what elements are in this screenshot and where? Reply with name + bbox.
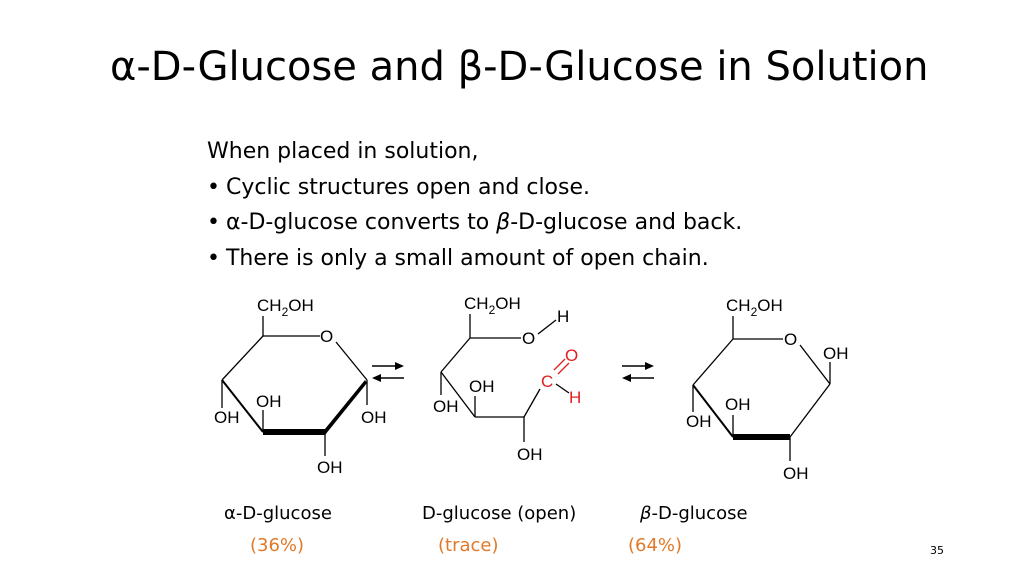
bullet-dot: • (207, 210, 220, 235)
bullet-list: When placed in solution, •Cyclic structu… (207, 134, 742, 276)
beta-ring-left-bond (692, 338, 734, 386)
title-text: -D-Glucose and β-D-Glucose in Solution (136, 44, 929, 90)
equilibrium-arrows-right (622, 362, 654, 382)
open-left-bond (440, 337, 471, 373)
open-c1-bond (523, 388, 541, 418)
open-oh-mid: OH (469, 377, 495, 396)
title-alpha-symbol: α (110, 44, 137, 90)
alpha-ring-left-bond (221, 335, 264, 381)
open-lower-left-bond (440, 371, 476, 418)
beta-ring-oxygen: O (784, 330, 797, 349)
bullet-dot: • (207, 174, 220, 200)
alpha-ring-right-bond (335, 341, 368, 381)
bullet-item: •α-D-glucose converts to β-D-glucose and… (207, 205, 742, 241)
bullet-dot: • (207, 245, 220, 271)
open-hydrogen-top: H (557, 307, 569, 326)
bullet-text: Cyclic structures open and close. (225, 174, 591, 200)
beta-glucose-structure: CH2OH O OH OH OH OH (686, 296, 849, 483)
beta-c3-oh: OH (725, 395, 751, 414)
page-title: α-D-Glucose and β-D-Glucose in Solution (110, 44, 928, 90)
equilibrium-arrows-left (372, 362, 404, 382)
open-ch-bond (555, 383, 570, 394)
open-oxygen: O (522, 329, 535, 348)
alpha-c4-oh: OH (214, 408, 240, 427)
alpha-name-text: -D-glucose (235, 503, 332, 524)
bullet-item: •There is only a small amount of open ch… (207, 241, 742, 277)
alpha-glucose-name: α-D-glucose (224, 503, 332, 524)
bullet-beta: β (496, 210, 511, 235)
forward-arrow-head (395, 362, 404, 370)
open-aldehyde-oxygen: O (565, 346, 578, 365)
open-aldehyde-carbon: C (541, 372, 553, 391)
bullet-text: -D-glucose converts to (240, 210, 497, 235)
bullet-alpha: α (225, 210, 241, 235)
alpha-ch2oh-label: CH2OH (257, 296, 314, 319)
alpha-c3-oh: OH (256, 392, 282, 411)
alpha-ring-oxygen: O (320, 327, 333, 346)
beta-glucose-percent: (64%) (628, 535, 683, 556)
open-aldehyde-hydrogen: H (569, 388, 581, 407)
beta-c2-oh: OH (783, 464, 809, 483)
open-carbonyl-bond-a (553, 358, 566, 371)
open-oh-left: OH (433, 397, 459, 416)
alpha-glucose-structure: CH2OH O OH OH OH OH (214, 296, 387, 477)
alpha-symbol: α (224, 503, 236, 524)
beta-c4-oh: OH (686, 412, 712, 431)
alpha-c2-oh: OH (317, 458, 343, 477)
alpha-ring-lower-left-bond (221, 379, 264, 433)
beta-c1-oh: OH (823, 344, 849, 363)
open-glucose-structure: CH2OH O H OH OH OH C O H (433, 294, 581, 464)
beta-ring-lower-right-bond (789, 383, 831, 438)
beta-ch2oh-label: CH2OH (726, 296, 783, 319)
open-carbonyl-bond-b (557, 362, 570, 375)
beta-symbol: β (640, 503, 652, 524)
open-ch2oh-label: CH2OH (464, 294, 521, 317)
beta-glucose-name: β-D-glucose (640, 503, 748, 524)
reverse-arrow-head (622, 374, 631, 382)
bullet-text: There is only a small amount of open cha… (225, 245, 709, 271)
reverse-arrow-head (372, 374, 381, 382)
bullet-item: •Cyclic structures open and close. (207, 170, 742, 206)
slide-number: 35 (930, 544, 944, 557)
alpha-c1-oh: OH (361, 408, 387, 427)
open-glucose-name: D-glucose (open) (422, 503, 577, 524)
open-oh-bond (537, 319, 557, 335)
open-glucose-percent: (trace) (438, 535, 499, 556)
bullet-text: -D-glucose and back. (510, 210, 743, 235)
beta-name-text: -D-glucose (651, 503, 748, 524)
alpha-ring-lower-right-wedge (325, 380, 367, 435)
beta-ring-right-bond (799, 344, 831, 385)
alpha-glucose-percent: (36%) (250, 535, 305, 556)
beta-ring-lower-left-bond (692, 384, 734, 438)
open-oh-bottom: OH (517, 445, 543, 464)
forward-arrow-head (645, 362, 654, 370)
intro-line: When placed in solution, (207, 139, 479, 164)
